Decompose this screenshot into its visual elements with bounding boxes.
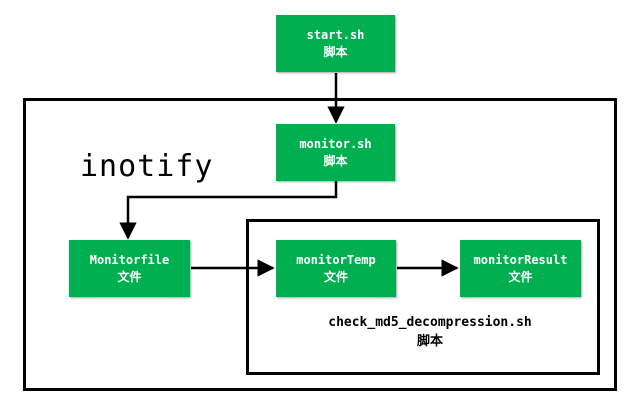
node-start-sh-type: 脚本 [323,44,348,59]
node-monitor-sh: monitor.sh 脚本 [276,124,395,181]
node-monitorresult-name: monitorResult [473,252,568,267]
node-monitor-sh-type: 脚本 [323,153,348,168]
node-monitortemp-type: 文件 [323,269,348,284]
node-monitorresult: monitorResult 文件 [460,240,581,297]
inner-frame [246,219,600,375]
inotify-label: inotify [80,149,214,184]
node-monitorfile-name: Monitorfile [89,252,170,267]
node-monitorresult-type: 文件 [508,269,533,284]
outer-frame [23,98,617,391]
check-script-name: check_md5_decompression.sh [328,315,532,330]
node-start-sh-name: start.sh [306,27,365,42]
node-monitor-sh-name: monitor.sh [299,136,372,151]
node-monitorfile: Monitorfile 文件 [69,240,190,297]
check-script-type: 脚本 [416,334,443,349]
node-start-sh: start.sh 脚本 [276,15,395,72]
node-monitortemp: monitorTemp 文件 [276,240,396,297]
check-script-label: check_md5_decompression.sh 脚本 [300,313,560,351]
node-monitorfile-type: 文件 [117,269,142,284]
node-monitortemp-name: monitorTemp [296,252,376,267]
